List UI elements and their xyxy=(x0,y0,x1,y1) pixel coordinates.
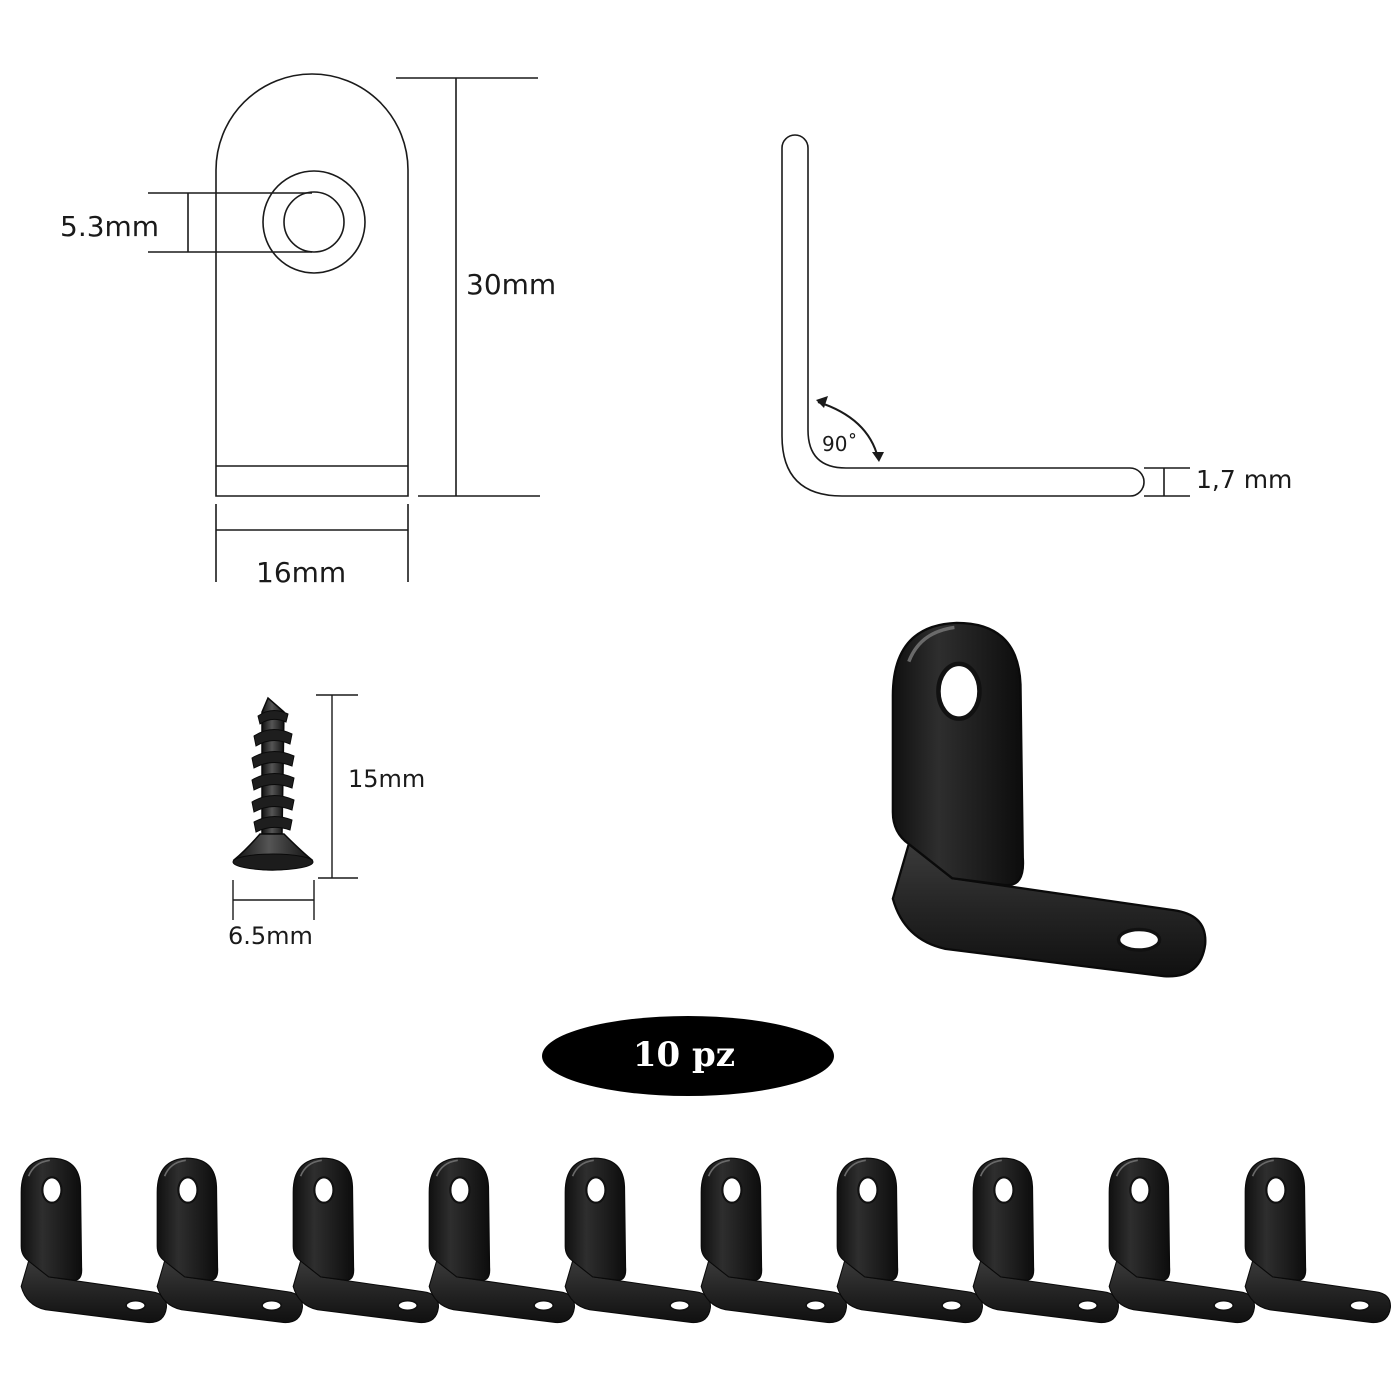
bracket-outline xyxy=(215,73,409,497)
large-bracket-image xyxy=(893,623,1206,977)
small-bracket-image xyxy=(972,1157,1120,1324)
side-view-drawing xyxy=(781,134,1190,497)
small-bracket-image xyxy=(1244,1157,1392,1324)
quantity-label: 10 pz xyxy=(633,1035,735,1075)
height-label: 30mm xyxy=(466,268,556,301)
screw-illustration xyxy=(232,696,314,871)
angle-arc xyxy=(817,401,879,459)
screw-head-label: 6.5mm xyxy=(228,922,313,950)
thickness-label: 1,7 mm xyxy=(1196,465,1292,494)
screw-length-label: 15mm xyxy=(348,765,425,793)
small-bracket-image xyxy=(292,1157,440,1324)
small-bracket-image xyxy=(836,1157,984,1324)
front-view-drawing xyxy=(148,73,540,582)
l-profile-outline xyxy=(781,134,1145,497)
screw-threads xyxy=(251,710,295,833)
width-label: 16mm xyxy=(256,556,346,589)
bracket-row xyxy=(20,1157,1392,1324)
small-bracket-image xyxy=(564,1157,712,1324)
quantity-pill xyxy=(542,1016,834,1096)
angle-arrowheads xyxy=(816,396,884,462)
hole-diameter-label: 5.3mm xyxy=(60,210,159,243)
angle-label: 90˚ xyxy=(822,432,857,456)
hole-inner xyxy=(283,191,345,253)
small-bracket-image xyxy=(700,1157,848,1324)
small-bracket-image xyxy=(20,1157,168,1324)
hole-outer xyxy=(262,170,366,274)
small-bracket-image xyxy=(1108,1157,1256,1324)
small-bracket-image xyxy=(156,1157,304,1324)
small-bracket-image xyxy=(428,1157,576,1324)
screw-dimensions xyxy=(232,694,358,920)
